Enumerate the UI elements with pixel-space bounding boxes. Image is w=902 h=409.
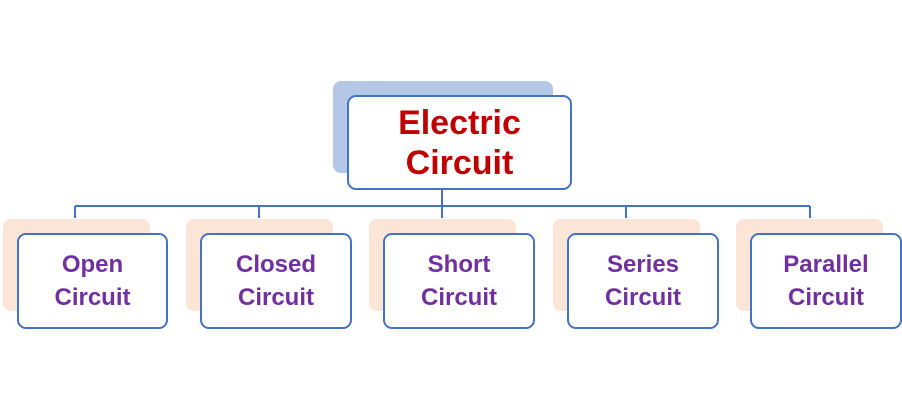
child-node-label: Short Circuit bbox=[420, 251, 497, 311]
child-node-closed-circuit: Closed Circuit bbox=[200, 233, 352, 329]
child-node-open-circuit: Open Circuit bbox=[17, 233, 168, 329]
child-node-label: Closed Circuit bbox=[235, 251, 316, 311]
child-node-label: Parallel Circuit bbox=[783, 251, 869, 311]
child-node-label: Series Circuit bbox=[604, 251, 681, 311]
child-node-label: Open Circuit bbox=[54, 251, 131, 311]
child-node-series-circuit: Series Circuit bbox=[567, 233, 719, 329]
root-node: Electric Circuit bbox=[347, 95, 572, 190]
child-node-short-circuit: Short Circuit bbox=[383, 233, 535, 329]
child-node-parallel-circuit: Parallel Circuit bbox=[750, 233, 902, 329]
root-node-label: Electric Circuit bbox=[398, 103, 521, 182]
